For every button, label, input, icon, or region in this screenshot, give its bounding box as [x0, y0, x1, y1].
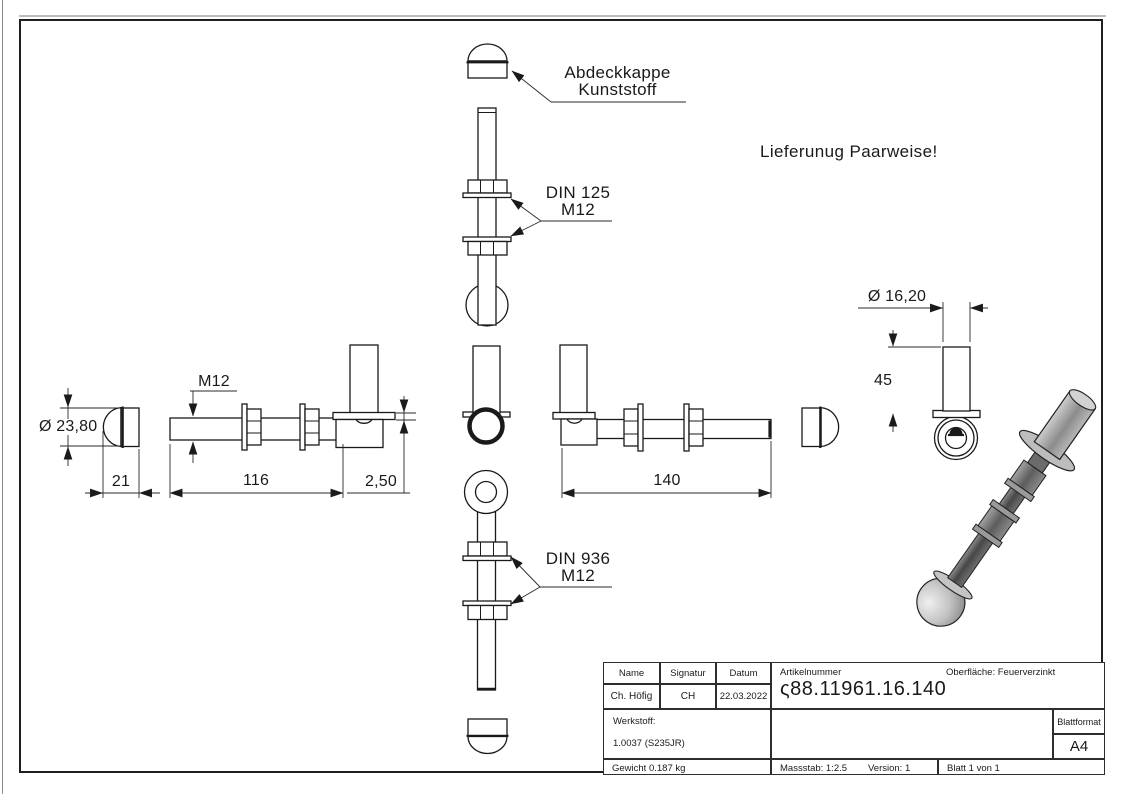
- render-3d: [916, 389, 1097, 627]
- titleblock-artikelnummer-cell: Artikelnummer Oberfläche: Feuerverzinkt …: [771, 662, 1105, 709]
- gewicht-text: Gewicht 0.187 kg: [612, 763, 686, 774]
- dim-cap-diameter: Ø 23,80: [37, 418, 100, 435]
- titleblock-blattformat-label: Blattformat: [1053, 709, 1105, 734]
- dim-cap-length: 21: [111, 473, 131, 490]
- werkstoff-label: Werkstoff:: [613, 716, 656, 727]
- callout-cover-cap-line1: Abdeckkappe: [564, 63, 671, 82]
- dimension-lines: [60, 70, 988, 605]
- dim-tube-length: 45: [874, 372, 893, 389]
- callout-cover-cap: Abdeckkappe Kunststoff: [545, 64, 690, 98]
- titleblock-value-datum: 22.03.2022: [716, 684, 771, 709]
- view-vertical-exploded: [462, 43, 512, 755]
- view-tube-detail: [932, 346, 981, 461]
- titleblock-massstab-cell: Massstab: 1:2.5 Version: 1: [771, 759, 938, 775]
- titleblock-empty-cell: [771, 709, 1053, 759]
- callout-din125-line1: DIN 125: [545, 183, 611, 202]
- blatt-text: Blatt 1 von 1: [947, 763, 1000, 774]
- titleblock-blattformat-value: A4: [1053, 734, 1105, 759]
- artikelnummer-value: ς88.11961.16.140: [780, 678, 947, 700]
- callout-din936-line1: DIN 936: [545, 549, 611, 568]
- titleblock-gewicht-cell: Gewicht 0.187 kg: [603, 759, 771, 775]
- callout-din125-line2: M12: [561, 200, 595, 219]
- titleblock-header-name: Name: [603, 662, 660, 684]
- dim-thread-size: M12: [198, 373, 230, 390]
- screen-edge-line: [2, 0, 3, 794]
- werkstoff-value: 1.0037 (S235JR): [613, 738, 685, 749]
- version-text: Version: 1: [868, 763, 911, 774]
- dim-thread-length: 116: [242, 472, 270, 489]
- titleblock-header-signatur: Signatur: [660, 662, 716, 684]
- sheet-border: [19, 19, 1103, 773]
- callout-din125: DIN 125 M12: [538, 184, 618, 218]
- artikelnummer-label: Artikelnummer: [780, 667, 842, 678]
- dim-flange-thickness: 2,50: [365, 473, 397, 490]
- dim-tube-diameter: Ø 16,20: [867, 288, 927, 305]
- titleblock-header-datum: Datum: [716, 662, 771, 684]
- sheet-shadow: [19, 15, 1106, 17]
- oberflaeche-text: Oberfläche: Feuerverzinkt: [946, 667, 1056, 678]
- callout-din936: DIN 936 M12: [538, 550, 618, 584]
- view-horizontal-right: [552, 344, 840, 452]
- callout-cover-cap-line2: Kunststoff: [578, 80, 657, 99]
- massstab-text: Massstab: 1:2.5: [780, 763, 848, 774]
- titleblock-blatt-cell: Blatt 1 von 1: [938, 759, 1105, 775]
- callout-din936-line2: M12: [561, 566, 595, 585]
- titleblock-value-signatur: CH: [660, 684, 716, 709]
- titleblock-werkstoff-cell: Werkstoff: 1.0037 (S235JR): [603, 709, 771, 759]
- note-delivery: Lieferunug Paarweise!: [760, 142, 938, 161]
- dim-total-length: 140: [653, 472, 681, 489]
- titleblock-value-name: Ch. Höfig: [603, 684, 660, 709]
- view-horizontal-left: [102, 344, 396, 451]
